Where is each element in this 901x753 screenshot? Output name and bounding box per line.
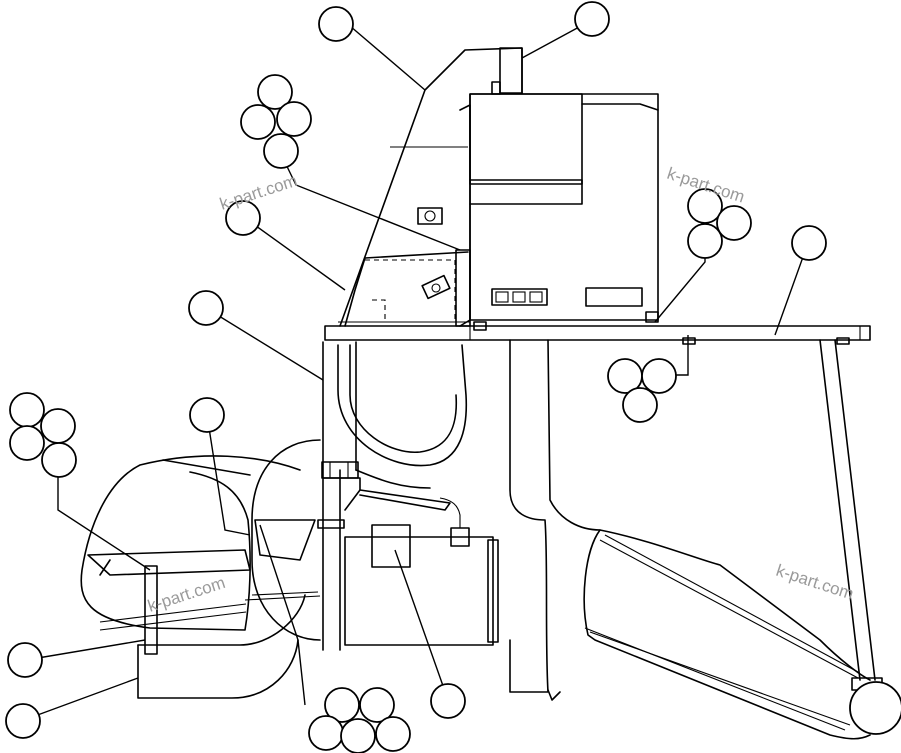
callout-bubble[interactable] xyxy=(41,442,77,478)
callout-bubble[interactable] xyxy=(340,718,376,753)
callout-bubble[interactable] xyxy=(574,1,610,37)
fan-housing xyxy=(244,439,321,641)
callout-bubble[interactable] xyxy=(687,223,723,259)
callout-bubble[interactable] xyxy=(318,6,354,42)
callout-bubble[interactable] xyxy=(276,101,312,137)
callout-bubble[interactable] xyxy=(240,104,276,140)
cylinder-tank xyxy=(344,489,499,646)
leader-lines xyxy=(23,19,809,721)
callout-bubble[interactable] xyxy=(7,642,43,678)
main-cabinet xyxy=(459,93,659,331)
watermark-text: k-part.com xyxy=(217,171,299,214)
callout-bubble[interactable] xyxy=(9,392,45,428)
callout-bubble[interactable] xyxy=(622,387,658,423)
callout-bubble[interactable] xyxy=(225,200,261,236)
callout-bubble[interactable] xyxy=(257,74,293,110)
callout-bubble[interactable] xyxy=(9,425,45,461)
callout-bubble[interactable] xyxy=(5,703,41,739)
tall-housing xyxy=(339,47,523,327)
callout-bubble[interactable] xyxy=(308,715,344,751)
callout-bubble[interactable] xyxy=(641,358,677,394)
inner-dashed-box xyxy=(338,249,471,327)
watermark-text: k-part.com xyxy=(774,561,856,604)
callout-bubble[interactable] xyxy=(716,205,752,241)
callout-bubble[interactable] xyxy=(687,188,723,224)
callout-bubble[interactable] xyxy=(375,716,411,752)
main-frame xyxy=(509,339,871,740)
left-lower-assembly xyxy=(80,455,306,699)
callout-bubble[interactable] xyxy=(324,687,360,723)
callout-bubble[interactable] xyxy=(189,397,225,433)
callout-bubble[interactable] xyxy=(430,683,466,719)
callout-bubble[interactable] xyxy=(359,687,395,723)
diagonal-strut xyxy=(819,339,883,691)
horizontal-beam xyxy=(324,325,871,345)
callout-bubble[interactable] xyxy=(263,133,299,169)
callout-bubble[interactable] xyxy=(791,225,827,261)
callout-bubble[interactable] xyxy=(40,408,76,444)
vertical-duct xyxy=(317,341,361,651)
callout-bubble[interactable] xyxy=(188,290,224,326)
callout-bubbles xyxy=(5,1,901,753)
callout-bubble[interactable] xyxy=(849,681,901,735)
